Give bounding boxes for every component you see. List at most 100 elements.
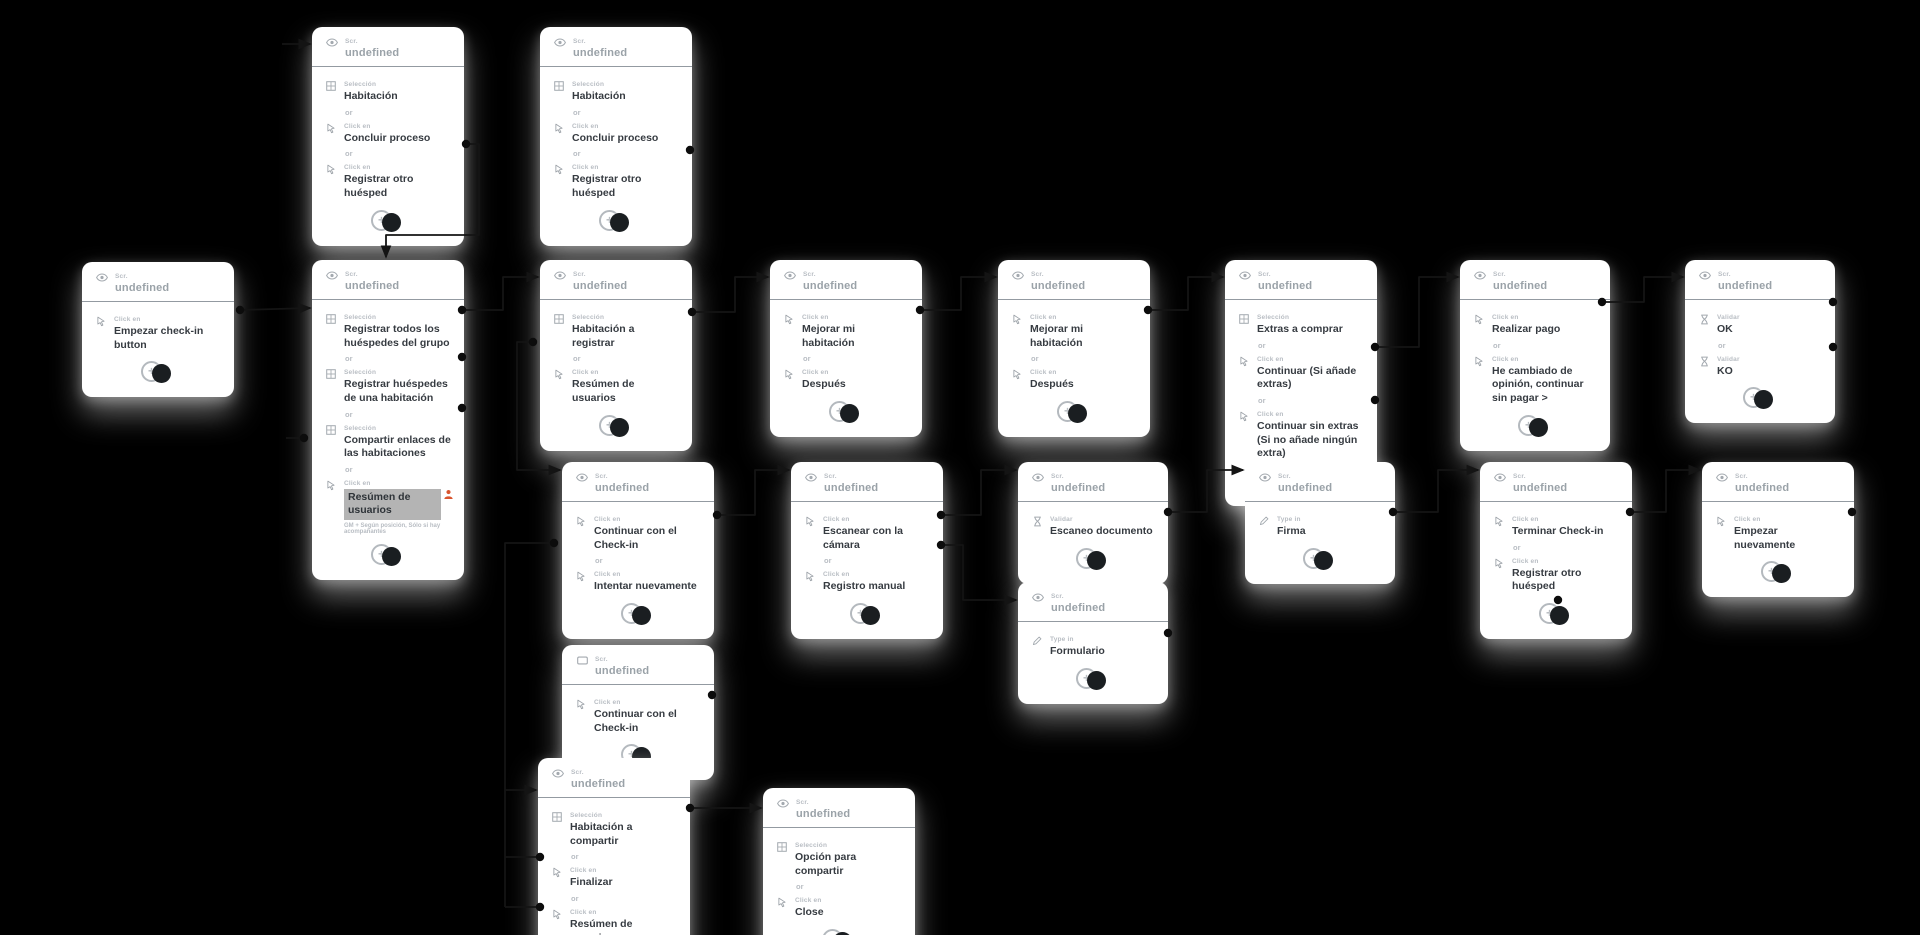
action-label: Click en xyxy=(1492,314,1519,321)
hourglass-icon xyxy=(1698,356,1710,379)
screenshot-badge[interactable]: + xyxy=(599,209,633,234)
screenshot-badge[interactable]: + xyxy=(371,209,405,234)
node-type-label: Scr. xyxy=(1258,271,1271,278)
action-text: Empezar check-in button xyxy=(114,325,204,351)
screenshot-badge[interactable]: + xyxy=(621,602,655,627)
action-label: Click en xyxy=(344,122,371,130)
or-separator: or xyxy=(595,556,603,566)
screenshot-badge[interactable]: + xyxy=(1761,561,1795,585)
action-label: Click en xyxy=(802,314,829,321)
action-label: Selección xyxy=(570,812,603,819)
action-note: GM + Según posición, Sólo si hay acompañ… xyxy=(344,523,441,536)
select-icon xyxy=(551,812,563,848)
or-separator: or xyxy=(345,464,353,474)
flow-connector xyxy=(920,271,998,311)
cursor-click-icon xyxy=(804,516,816,552)
divider xyxy=(1480,501,1632,502)
screenshot-badge[interactable]: + xyxy=(141,361,175,385)
node-type-label: Scr. xyxy=(595,473,608,480)
port-dot[interactable] xyxy=(712,510,722,520)
port-dot[interactable] xyxy=(235,305,245,315)
node-title: undefined xyxy=(1493,280,1548,292)
port-dot[interactable] xyxy=(528,337,538,347)
eye-icon xyxy=(1259,473,1271,482)
screenshot-badge[interactable]: + xyxy=(1743,387,1777,411)
screenshot-badge[interactable]: + xyxy=(371,544,405,568)
port-dot[interactable] xyxy=(549,538,559,548)
select-icon xyxy=(325,81,337,104)
screenshot-badge[interactable]: + xyxy=(1076,547,1110,572)
moon-circle-icon xyxy=(1772,564,1791,584)
action-label: Click en xyxy=(1257,410,1284,418)
divider xyxy=(538,797,690,798)
screenshot-badge[interactable]: + xyxy=(1303,547,1337,572)
or-separator: or xyxy=(571,852,579,862)
screenshot-badge[interactable]: + xyxy=(1539,602,1573,627)
eye-icon xyxy=(1032,593,1044,602)
action-text: Continuar (Si añade extras) xyxy=(1257,364,1357,391)
action-label: Click en xyxy=(570,867,597,875)
screenshot-badge[interactable]: + xyxy=(599,414,633,439)
screenshot-badge[interactable]: + xyxy=(850,602,884,627)
action-text: Terminar Check-in xyxy=(1512,525,1604,537)
node-type-label: Scr. xyxy=(345,271,358,278)
cursor-click-icon xyxy=(1238,356,1250,392)
screenshot-badge[interactable]: + xyxy=(822,928,856,935)
screenshot-badge[interactable]: + xyxy=(1076,667,1110,692)
node-title: undefined xyxy=(595,665,650,677)
port-dot[interactable] xyxy=(299,433,309,443)
select-icon xyxy=(553,314,565,350)
node-title: undefined xyxy=(824,482,879,494)
screenshot-badge[interactable]: + xyxy=(829,400,863,425)
cursor-click-icon xyxy=(325,123,337,146)
action-text: Mejorar mi habitación xyxy=(1030,323,1084,349)
flow-connector xyxy=(1148,271,1225,311)
screenshot-badge[interactable]: + xyxy=(1518,414,1552,439)
action-label: Type in xyxy=(1277,516,1301,523)
action-label: Selección xyxy=(344,369,377,377)
cursor-click-icon xyxy=(553,164,565,200)
node-type-label: Scr. xyxy=(1031,271,1044,278)
node-header: Scr.undefined xyxy=(1018,582,1168,621)
pencil-icon xyxy=(1031,636,1043,659)
node-type-label: Scr. xyxy=(1493,271,1506,278)
moon-circle-icon xyxy=(152,364,171,384)
node-header: Scr.undefined xyxy=(1685,260,1835,299)
screenshot-badge[interactable]: + xyxy=(1057,400,1091,425)
or-separator: or xyxy=(1493,340,1501,350)
action-label: Selección xyxy=(572,314,605,321)
node-title: undefined xyxy=(1258,280,1313,292)
or-separator: or xyxy=(573,107,581,117)
eye-icon xyxy=(96,273,108,282)
action-text: Escaneo documento xyxy=(1050,525,1153,537)
moon-circle-icon xyxy=(833,931,852,935)
action-label: Selección xyxy=(795,842,828,849)
node-type-label: Scr. xyxy=(115,273,128,280)
